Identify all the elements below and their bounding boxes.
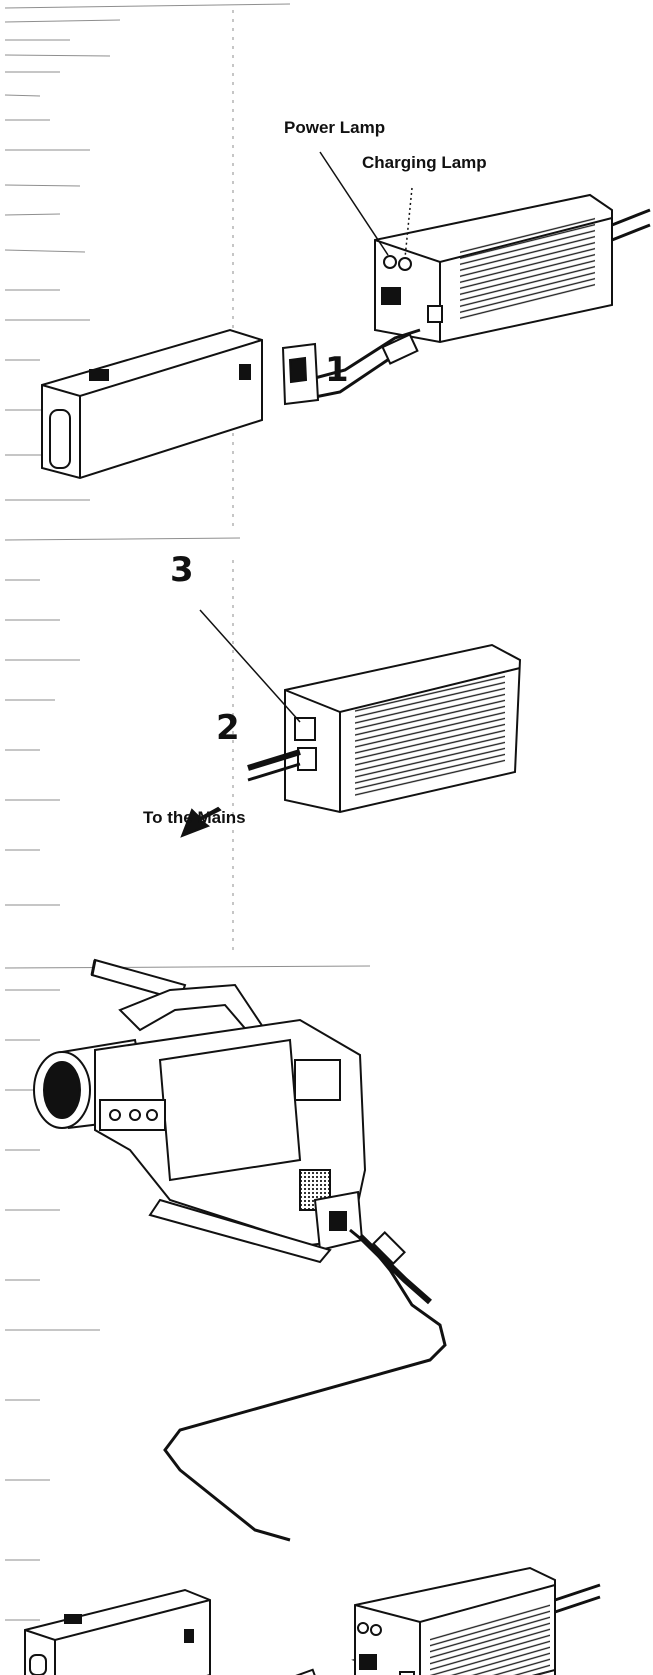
step-1-label: 1 — [325, 350, 349, 390]
step-2-label: 2 — [216, 708, 240, 748]
figure-camera-connection — [24, 958, 601, 1675]
ac-adaptor-2 — [284, 643, 522, 814]
figure-mains-connection — [180, 609, 522, 838]
ac-adaptor-3 — [351, 1566, 601, 1675]
to-mains-arrow-icon — [180, 806, 222, 838]
power-lamp-label: Power Lamp — [284, 118, 386, 137]
camcorder — [33, 958, 367, 1264]
battery-pack-2 — [24, 1588, 211, 1675]
power-lamp-icon — [383, 255, 397, 269]
charging-lamp-label: Charging Lamp — [362, 153, 487, 172]
margin-bleed-text — [4, 3, 371, 1621]
ac-adaptor-1 — [374, 193, 651, 344]
step-3-label: 3 — [170, 550, 194, 590]
battery-pack-1 — [41, 328, 263, 480]
to-the-mains-label: To the Mains — [143, 808, 246, 827]
figure-charging-setup — [41, 151, 651, 480]
